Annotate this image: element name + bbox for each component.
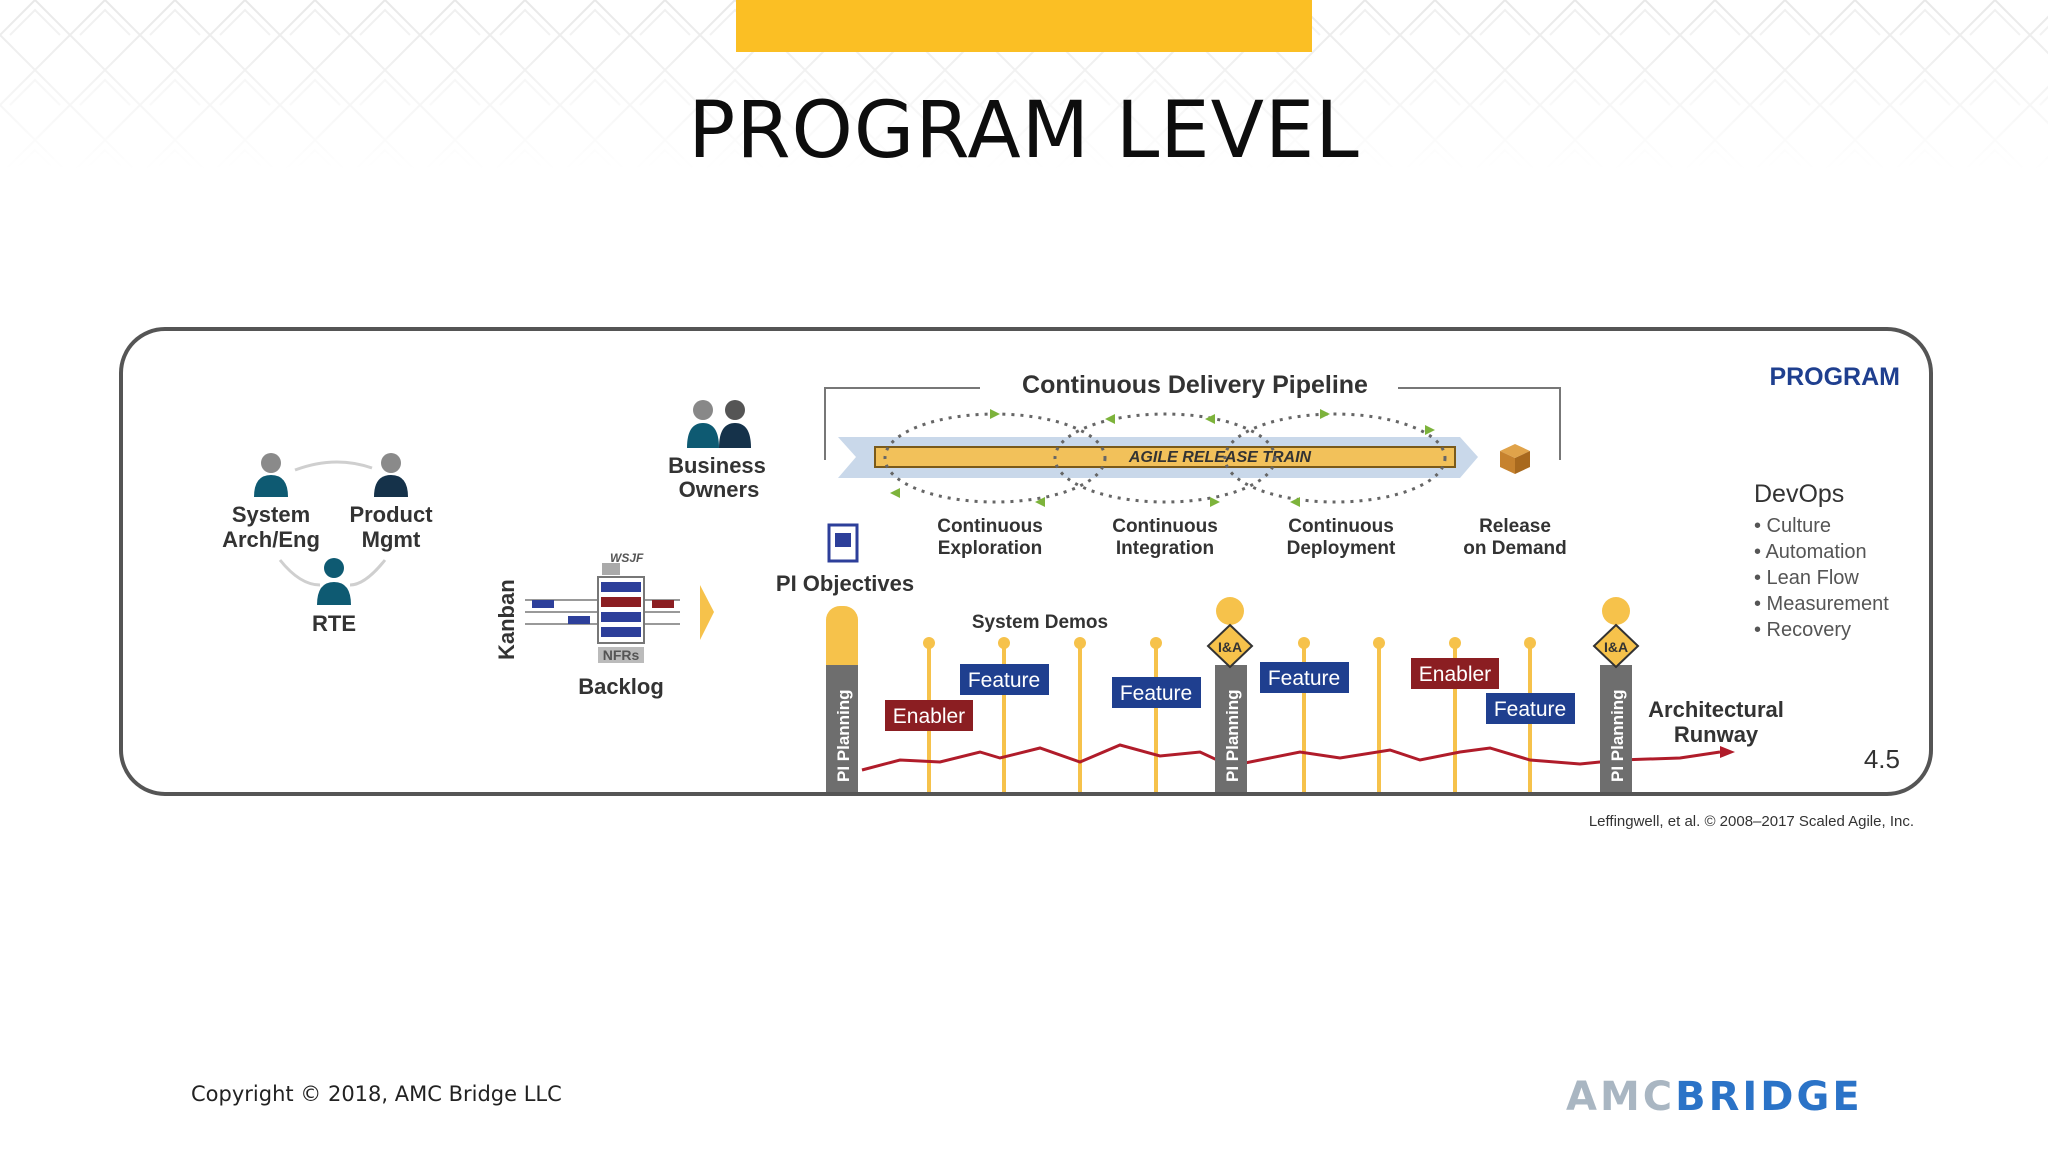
pi-objectives-group: PI Objectives (776, 523, 914, 596)
logo-bridge: BRIDGE (1675, 1074, 1863, 1120)
pi-planning-post-1: PI Planning (826, 606, 858, 792)
roles-group: System Arch/Eng Product Mgmt RTE (222, 453, 433, 636)
svg-text:Feature: Feature (1268, 667, 1340, 690)
pi-planning-post-3: I&A PI Planning (1592, 597, 1640, 792)
nfrs-label: NFRs (603, 647, 640, 663)
devops-item: • Measurement (1754, 593, 1889, 615)
runway-label: Architectural (1648, 697, 1784, 722)
stage-3-label-2: Deployment (1287, 538, 1396, 559)
architectural-runway-line (861, 743, 1721, 772)
accent-bar (736, 0, 1312, 52)
stage-2-label: Continuous (1112, 516, 1218, 537)
pi-planning-label: PI Planning (1223, 689, 1242, 782)
svg-text:Enabler: Enabler (1419, 663, 1491, 686)
feature-tag: Feature (1486, 693, 1575, 724)
timeline-group: System Demos PI Planning I&A PI Planning (826, 597, 1900, 792)
business-owners-label-2: Owners (679, 477, 760, 502)
devops-item: • Recovery (1754, 619, 1851, 641)
product-mgmt-label-2: Mgmt (362, 527, 421, 552)
business-owners-label: Business (668, 453, 766, 478)
stage-1-label: Continuous (937, 516, 1043, 537)
svg-text:Feature: Feature (1494, 698, 1566, 721)
feature-tag: Feature (960, 664, 1049, 695)
runway-label-2: Runway (1674, 722, 1759, 747)
version-label: 4.5 (1864, 744, 1900, 774)
devops-item: • Lean Flow (1754, 567, 1859, 589)
slide-title: PROGRAM LEVEL (688, 86, 1360, 176)
svg-text:Feature: Feature (968, 669, 1040, 692)
pi-planning-label: PI Planning (834, 689, 853, 782)
pipeline-title: Continuous Delivery Pipeline (1022, 371, 1368, 399)
stage-1-label-2: Exploration (938, 538, 1043, 559)
feature-tag: Feature (1260, 662, 1349, 693)
level-label: PROGRAM (1769, 363, 1900, 391)
devops-group: DevOps • Culture • Automation • Lean Flo… (1754, 480, 1889, 641)
svg-text:Enabler: Enabler (893, 705, 965, 728)
stage-4-label: Release (1479, 516, 1551, 537)
devops-title: DevOps (1754, 480, 1844, 508)
logo-amc: AMC (1566, 1074, 1676, 1120)
pi-planning-post-2: I&A PI Planning (1206, 597, 1254, 792)
train-label: AGILE RELEASE TRAIN (1128, 449, 1312, 466)
release-box-icon (1500, 444, 1530, 474)
devops-item: • Automation (1754, 541, 1867, 563)
document-icon (827, 523, 859, 563)
product-mgmt-label: Product (349, 502, 433, 527)
backlog-group: Kanban WSJF NFRs Backlog (494, 551, 714, 699)
product-mgmt-icon (374, 453, 408, 497)
stage-3-label: Continuous (1288, 516, 1394, 537)
stage-2-label-2: Integration (1116, 538, 1214, 559)
stage-4-label-2: on Demand (1463, 538, 1566, 559)
pi-planning-label: PI Planning (1608, 689, 1627, 782)
ia-label: I&A (1604, 639, 1628, 655)
pi-objectives-label: PI Objectives (776, 571, 914, 596)
devops-item: • Culture (1754, 515, 1831, 537)
copyright-text: Copyright © 2018, AMC Bridge LLC (191, 1082, 562, 1106)
credit-text: Leffingwell, et al. © 2008–2017 Scaled A… (1589, 813, 1914, 830)
system-demos-label: System Demos (972, 612, 1108, 633)
wsjf-label: WSJF (610, 551, 644, 565)
system-arch-icon (254, 453, 288, 497)
ia-label: I&A (1218, 639, 1242, 655)
business-owners-group: Business Owners (668, 400, 766, 502)
amc-bridge-logo: AMCBRIDGE (1566, 1074, 1863, 1120)
svg-text:Feature: Feature (1120, 682, 1192, 705)
pipeline-group: Continuous Delivery Pipeline AGILE RELEA… (824, 371, 1567, 559)
backlog-arrow (700, 585, 714, 640)
rte-label: RTE (312, 611, 356, 636)
train-bar (874, 446, 1456, 468)
system-arch-label-2: Arch/Eng (222, 527, 320, 552)
feature-tag: Feature (1112, 677, 1201, 708)
system-arch-label: System (232, 502, 310, 527)
enabler-tag: Enabler (885, 700, 973, 731)
rte-icon (317, 558, 351, 605)
kanban-label: Kanban (494, 579, 519, 660)
enabler-tag: Enabler (1411, 658, 1499, 689)
backlog-label: Backlog (578, 674, 664, 699)
